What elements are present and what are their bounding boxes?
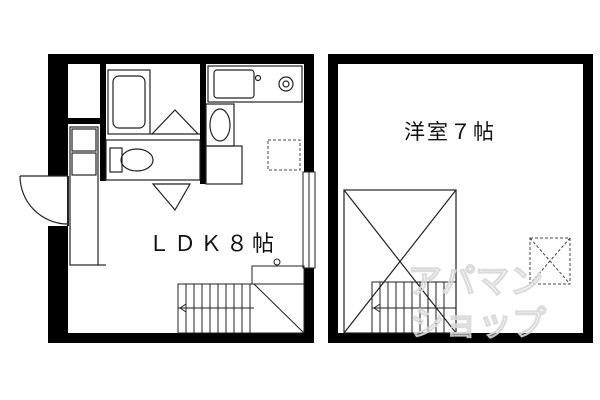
- room-label-western: 洋室７帖: [404, 120, 496, 144]
- watermark-line2: ショップ: [410, 304, 546, 344]
- wall-left-upper-1: [48, 54, 68, 176]
- wall-bottom-1: [48, 333, 314, 343]
- wall-bottom-2: [328, 333, 593, 343]
- wall-bath-right: [200, 64, 206, 184]
- watermark-line1: アパマン: [408, 262, 543, 302]
- washbasin: [205, 103, 235, 147]
- ceiling-fixture: [529, 237, 571, 285]
- wall-left-2: [328, 54, 338, 343]
- toilet: [105, 139, 201, 212]
- kitchen-counter: [207, 65, 303, 103]
- shoe-closet: [69, 126, 106, 266]
- watermark-logo: アパマン ショップ: [407, 261, 546, 344]
- floor-2: 洋室７帖: [328, 54, 593, 343]
- wall-right-2: [583, 54, 593, 343]
- appliance-space: [205, 145, 243, 185]
- wall-left-lower-1: [48, 226, 68, 343]
- staircase: [177, 258, 305, 334]
- wall-top-1: [48, 54, 314, 64]
- staircase-upper: [371, 281, 457, 334]
- entrance-door: [19, 175, 69, 226]
- room-label-ldk: ＬＤＫ８帖: [148, 232, 278, 257]
- bathtub: [107, 69, 200, 135]
- wall-bath-left: [100, 64, 106, 181]
- window-ldk: [302, 171, 316, 269]
- wall-closet-top: [68, 118, 100, 124]
- floor-1: ＬＤＫ８帖: [19, 54, 316, 343]
- wall-top-2: [328, 54, 593, 64]
- stair-void: [343, 189, 457, 334]
- fridge-space: [267, 139, 301, 171]
